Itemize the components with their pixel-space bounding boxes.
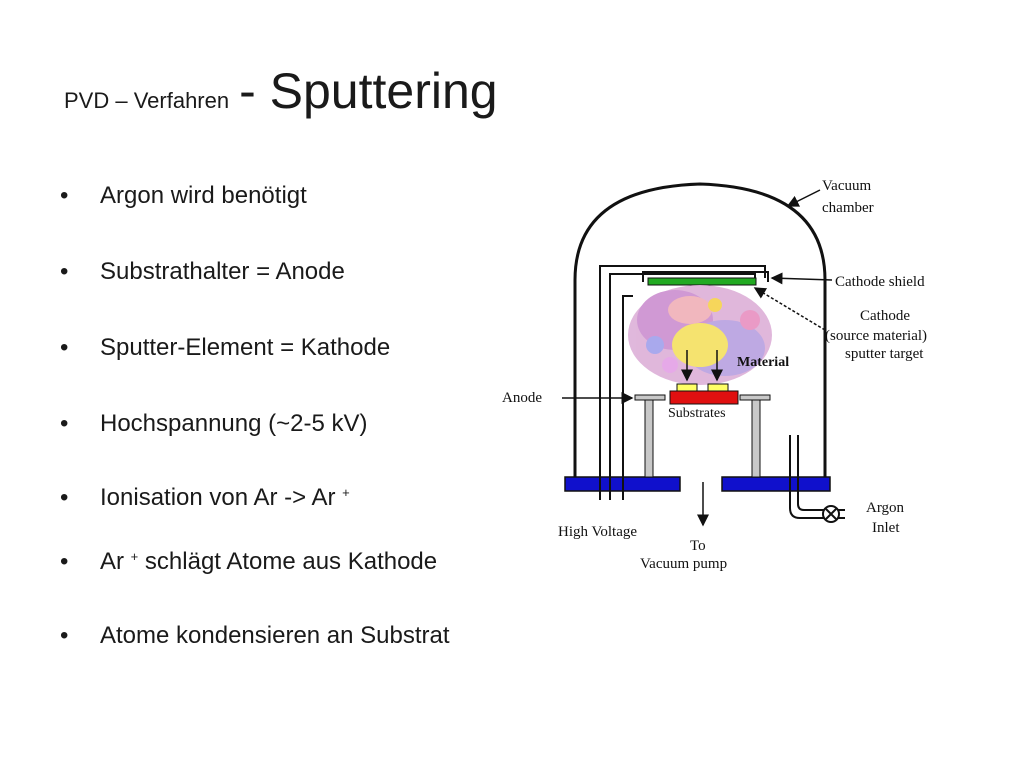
label-vacuum-pump: Vacuum pump [640,556,727,572]
superscript-plus: + [130,549,139,564]
bullet-text-main: schlägt Atome aus Kathode [138,548,438,575]
label-vacuum-chamber: Vacuum [822,178,871,194]
bullet-dot: • [60,548,69,575]
title-big: - Sputtering [239,63,498,119]
label-cathode: (source material) [825,328,927,344]
bullet-text: Atome kondensieren an Substrat [100,622,450,649]
cathode-lead-inner [609,273,756,500]
bullet-text: Argon wird benötigt [100,182,307,209]
anode-post-top-right [739,394,771,401]
bullet-dot: • [60,410,69,437]
label-high-voltage: High Voltage [558,524,637,540]
bullet-dot: • [60,334,69,361]
bullet-text: Ionisation von Ar -> Ar + [100,484,350,512]
title-small: PVD – Verfahren [64,88,230,113]
superscript-plus: + [342,485,350,500]
cathode-target [647,277,757,286]
substrate-holder [669,390,739,405]
label-vacuum-chamber: chamber [822,200,874,216]
label-cathode-shield: Cathode shield [835,274,925,290]
label-anode: Anode [502,390,542,406]
leader-arrow [786,189,821,207]
label-cathode: sputter target [845,346,924,362]
bullet-text-prefix: Ar [100,548,124,575]
bullet-dot: • [60,622,69,649]
label-cathode: Cathode [860,308,910,324]
argon-inlet-pipe-inner [797,435,845,511]
label-substrates: Substrates [668,406,726,421]
bullet-text-main: Ionisation von Ar -> Ar [100,484,336,511]
bullet-dot: • [60,258,69,285]
substrate [707,383,729,392]
bullet-text: Hochspannung (~2-5 kV) [100,410,368,437]
leader-arrow [770,272,833,285]
bullet-text: Ar + schlägt Atome aus Kathode [100,548,437,576]
substrate [676,383,698,392]
leader-arrow [753,287,826,331]
base-plate-right [721,476,831,492]
slide-title: PVD – Verfahren - Sputtering [64,62,498,120]
valve-cross [825,508,837,520]
anode-post-right [751,399,761,478]
label-vacuum-pump: To [690,538,706,554]
argon-inlet-pipe [789,435,845,519]
bullet-text: Sputter-Element = Kathode [100,334,391,361]
anode-lead [622,295,633,500]
label-argon-inlet: Inlet [872,520,900,536]
label-material: Material [737,355,789,370]
plasma-cloud [628,285,772,385]
vacuum-chamber-outline [573,182,827,480]
cathode-shield [642,271,769,282]
bullet-dot: • [60,182,69,209]
label-argon-inlet: Argon [866,500,905,516]
sputtering-diagram: Vacuum chamber Cathode shield Cathode (s… [502,178,927,572]
anode-post-left [644,399,654,478]
bullet-dot: • [60,484,69,511]
anode-post-top-left [634,394,666,401]
bullet-text: Substrathalter = Anode [100,258,345,285]
